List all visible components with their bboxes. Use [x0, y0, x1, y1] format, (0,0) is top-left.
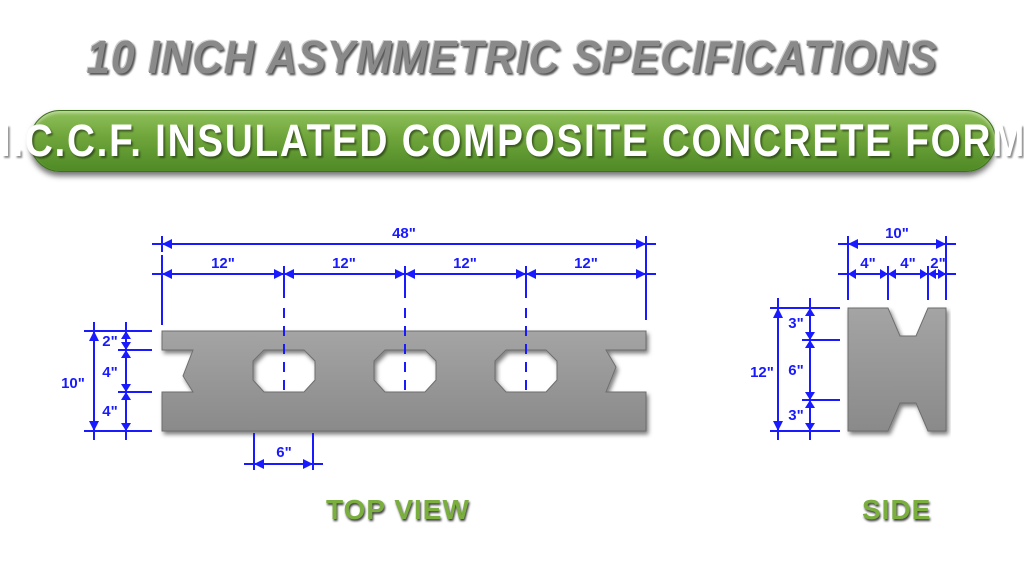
side-view-label: SIDE: [862, 494, 932, 525]
title-banner: I.C.C.F. INSULATED COMPOSITE CONCRETE FO…: [0, 110, 1024, 172]
top-view-label: TOP VIEW: [326, 494, 470, 525]
top-width-part-2: 4": [102, 364, 117, 381]
top-view-block: [161, 330, 647, 432]
side-height-part-3: 3": [788, 407, 803, 424]
page-title: 10 INCH ASYMMETRIC SPECIFICATIONS: [86, 31, 938, 83]
top-width-part-3: 4": [102, 403, 117, 420]
side-width-part-1: 4": [860, 255, 875, 272]
top-width-part-1: 2": [102, 333, 117, 350]
top-view-arrowheads: [89, 239, 646, 469]
side-overall-width: 10": [885, 225, 909, 242]
top-overall-width: 10": [61, 375, 85, 392]
top-overall-length: 48": [392, 225, 416, 242]
side-width-part-3: 2": [930, 255, 945, 272]
side-width-part-2: 4": [900, 255, 915, 272]
top-segment-3: 12": [453, 255, 477, 272]
side-view-arrowheads: [773, 239, 946, 431]
top-hole-width: 6": [276, 444, 291, 461]
side-height-part-2: 6": [788, 362, 803, 379]
side-overall-height: 12": [750, 364, 774, 381]
top-segment-2: 12": [332, 255, 356, 272]
side-height-part-1: 3": [788, 315, 803, 332]
banner-text: I.C.C.F. INSULATED COMPOSITE CONCRETE FO…: [0, 115, 1024, 166]
side-view-block: [847, 307, 947, 432]
top-segment-4: 12": [574, 255, 598, 272]
top-segment-1: 12": [211, 255, 235, 272]
